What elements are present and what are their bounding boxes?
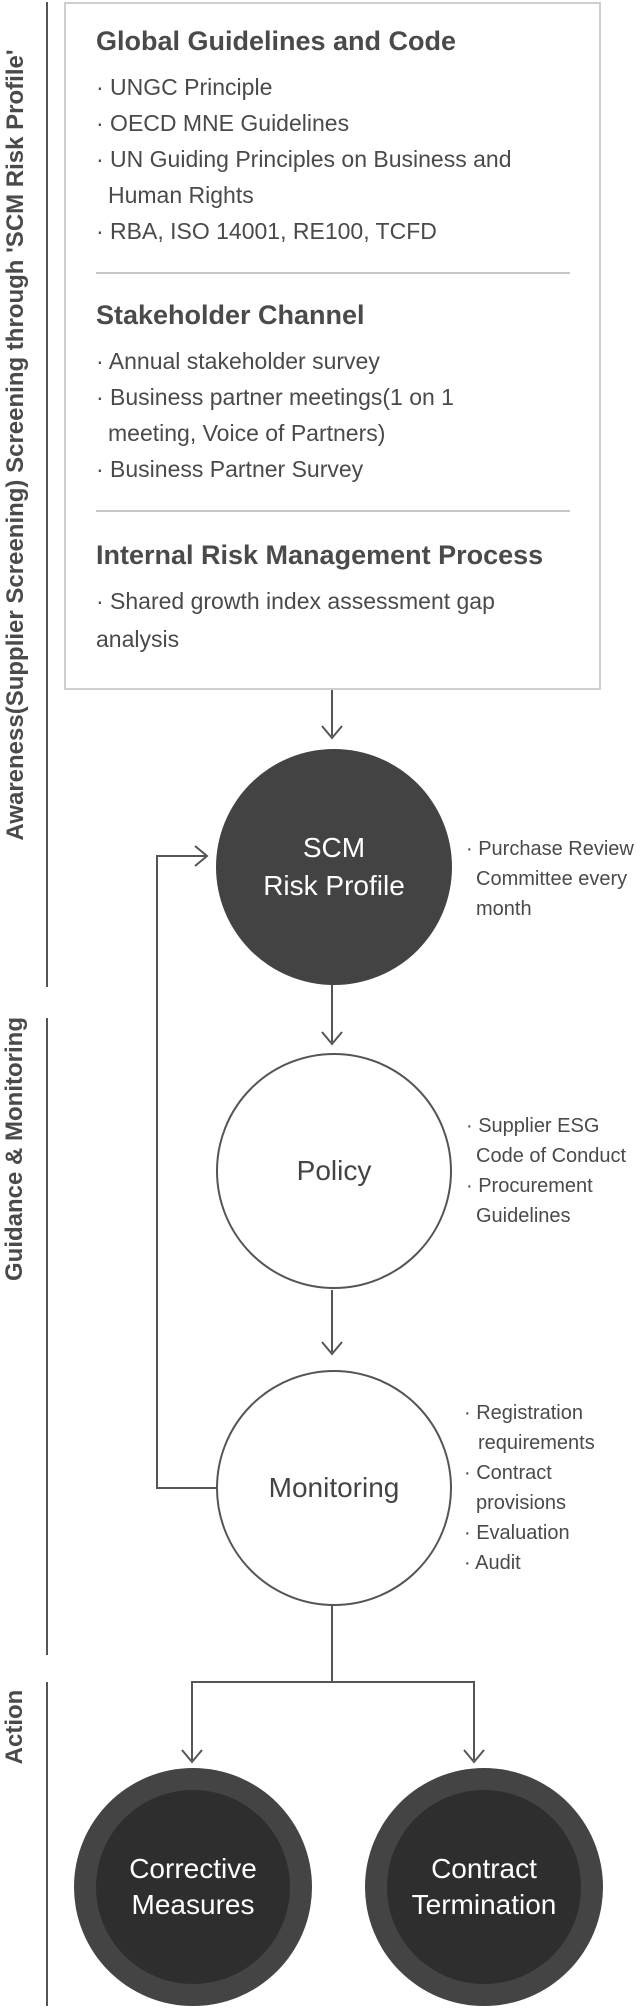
node-label: SCM xyxy=(302,832,366,863)
list-item: · UNGC Principle xyxy=(96,74,273,100)
note-line: · Audit xyxy=(464,1552,521,1574)
arrowhead-feedback xyxy=(194,845,209,867)
connector-branch xyxy=(191,1681,475,1760)
note-line: · Supplier ESG xyxy=(466,1115,600,1137)
note-line: Guidelines xyxy=(476,1205,571,1227)
arrowhead-risk xyxy=(321,725,343,740)
note-line: · Procurement xyxy=(466,1175,593,1197)
node-label: Termination xyxy=(411,1889,557,1920)
node-policy: Policy xyxy=(216,1053,452,1289)
node-label: Policy xyxy=(296,1155,372,1186)
node-inner: Contract Termination xyxy=(387,1790,581,1984)
feedback-loop xyxy=(156,855,217,1489)
list-item: · RBA, ISO 14001, RE100, TCFD xyxy=(96,218,437,244)
node-label: Measures xyxy=(131,1889,255,1920)
note-line: · Contract xyxy=(464,1462,552,1484)
arrowhead-corrective xyxy=(181,1749,203,1764)
list-item: · Business partner meetings(1 on 1 xyxy=(96,384,454,410)
arrowhead-termination xyxy=(463,1749,485,1764)
note-line: Committee every xyxy=(476,868,628,890)
note-line: · Evaluation xyxy=(464,1522,570,1544)
list-item: · OECD MNE Guidelines xyxy=(96,110,350,136)
note-line: Code of Conduct xyxy=(476,1145,627,1167)
node-label: Contract xyxy=(431,1853,537,1884)
note-line: requirements xyxy=(478,1432,595,1454)
node-corrective-measures: Corrective Measures xyxy=(74,1768,312,2006)
note-policy: · Supplier ESG Code of Conduct · Procure… xyxy=(466,1111,626,1231)
list-item: meeting, Voice of Partners) xyxy=(108,420,386,446)
note-risk-profile: · Purchase Review Committee every month xyxy=(466,834,634,924)
list-item: · Shared growth index assessment gap xyxy=(96,588,495,614)
section-title-internal: Internal Risk Management Process xyxy=(96,540,544,570)
note-line: month xyxy=(476,898,532,920)
node-scm-risk-profile: SCM Risk Profile xyxy=(216,749,452,985)
side-rule-awareness xyxy=(46,2,48,987)
node-label: Corrective xyxy=(129,1853,257,1884)
note-line: provisions xyxy=(476,1492,567,1514)
section-divider xyxy=(96,272,570,274)
arrowhead-policy xyxy=(321,1031,343,1046)
node-label: Risk Profile xyxy=(263,870,405,901)
section-title-stakeholder: Stakeholder Channel xyxy=(96,300,365,330)
arrowhead-monitoring xyxy=(321,1341,343,1356)
node-inner: Corrective Measures xyxy=(96,1790,290,1984)
node-contract-termination: Contract Termination xyxy=(365,1768,603,2006)
note-line: · Purchase Review xyxy=(466,838,634,860)
side-rule-guidance xyxy=(46,1018,48,1655)
side-rule-action xyxy=(46,1682,48,2006)
list-item: analysis xyxy=(96,626,180,652)
section-divider xyxy=(96,510,570,512)
list-item: · Business Partner Survey xyxy=(96,456,364,482)
list-item: Human Rights xyxy=(108,182,254,208)
list-item: · Annual stakeholder survey xyxy=(96,348,380,374)
node-label: Monitoring xyxy=(268,1472,400,1503)
inputs-box: Global Guidelines and Code · UNGC Princi… xyxy=(64,2,601,690)
note-line: · Registration xyxy=(464,1402,583,1424)
list-item: · UN Guiding Principles on Business and xyxy=(96,146,512,172)
note-monitoring: · Registration requirements · Contract p… xyxy=(464,1398,595,1578)
section-title-global: Global Guidelines and Code xyxy=(96,26,457,56)
node-monitoring: Monitoring xyxy=(216,1370,452,1606)
